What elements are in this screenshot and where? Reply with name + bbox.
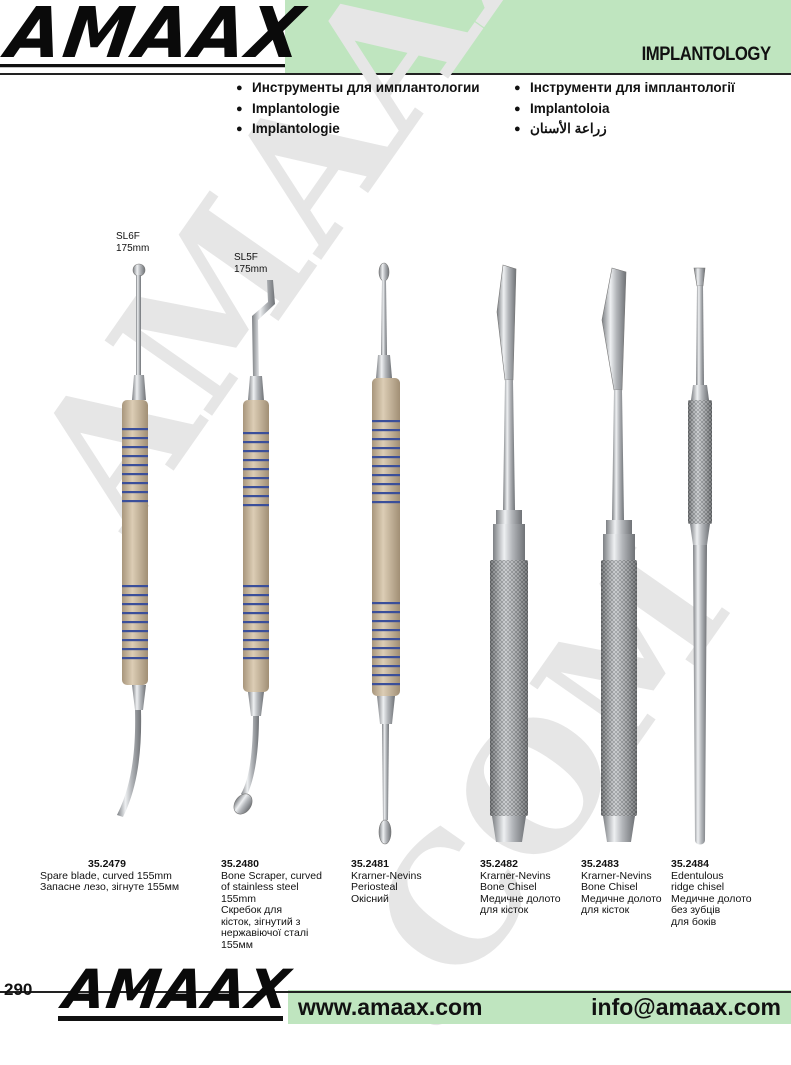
product-caption-35-2484: 35.2484 Edentulous ridge chisel Медичне … <box>671 858 752 928</box>
logo-underline <box>0 64 285 68</box>
product-code: 35.2482 <box>480 858 518 870</box>
product-desc: Bone Chisel <box>581 881 638 893</box>
product-desc: Скребок для <box>221 904 283 916</box>
product-caption-35-2480: 35.2480 Bone Scraper, curved of stainles… <box>221 858 322 951</box>
product-desc: Spare blade, curved 155mm <box>40 869 172 882</box>
instrument-35-2482 <box>490 264 528 842</box>
product-desc: 155мм <box>221 938 253 951</box>
language-item: ●زراعة الأسنان <box>514 121 607 136</box>
header-divider <box>0 73 791 75</box>
product-desc: Окісний <box>351 892 389 905</box>
product-desc: для боків <box>671 915 717 928</box>
footer-logo-underline <box>58 1016 283 1021</box>
product-desc: 155mm <box>221 892 257 905</box>
product-code: 35.2484 <box>671 858 709 870</box>
page-number: 290 <box>4 980 33 999</box>
product-desc: кісток, зігнутий з <box>221 915 301 928</box>
instruments-illustration <box>117 262 712 845</box>
footer-divider <box>0 991 791 993</box>
header-band <box>285 0 791 74</box>
footer-band <box>288 990 791 1024</box>
instrument-35-2484 <box>688 267 712 845</box>
language-item: ●Implantoloia <box>514 100 610 116</box>
instrument-35-2483 <box>601 267 637 842</box>
product-desc: ridge chisel <box>671 881 725 893</box>
product-caption-35-2481: 35.2481 Krarner-Nevins Periosteal Окісни… <box>351 858 422 905</box>
website-link[interactable]: www.amaax.com <box>298 994 483 1020</box>
product-desc: Krarner-Nevins <box>351 869 422 882</box>
product-desc: для кісток <box>480 904 529 916</box>
language-list-left: ●Инструменты для имплантологии ●Implanto… <box>236 78 480 140</box>
product-desc: Periosteal <box>351 881 398 893</box>
language-item: ●Implantologie <box>236 121 340 136</box>
product-desc: нержавіючої сталі <box>221 927 309 939</box>
product-code: 35.2479 <box>88 858 126 870</box>
language-item: ●Implantologie <box>236 100 340 116</box>
product-desc: Bone Scraper, curved <box>221 869 322 882</box>
product-code: 35.2483 <box>581 858 619 870</box>
product-desc: Edentulous <box>671 869 724 882</box>
instrument-35-2480 <box>233 280 275 815</box>
product-desc: Krarner-Nevins <box>581 869 652 882</box>
product-desc: Krarner-Nevins <box>480 869 551 882</box>
product-code: 35.2481 <box>351 858 389 870</box>
product-desc: of stainless steel <box>221 881 299 893</box>
language-list-right: ●Інструменти для імплантології ●Implanto… <box>514 78 735 140</box>
product-caption-35-2482: 35.2482 Krarner-Nevins Bone Chisel Медич… <box>480 858 561 917</box>
instrument-35-2481 <box>372 262 400 845</box>
product-code: 35.2480 <box>221 858 259 870</box>
section-title: IMPLANTOLOGY <box>641 44 772 65</box>
product-desc: Медичне долото <box>480 892 561 905</box>
product-desc: Медичне долото <box>581 892 662 905</box>
product-desc: без зубців <box>671 904 721 916</box>
email-link[interactable]: info@amaax.com <box>591 994 781 1020</box>
footer-logo: AMAAX <box>59 958 295 1021</box>
language-item: ●Інструменти для імплантології <box>514 80 735 95</box>
product-caption-35-2479: 35.2479 Spare blade, curved 155mm Запасн… <box>40 858 180 894</box>
product-desc: для кісток <box>581 904 630 916</box>
product-desc: Bone Chisel <box>480 881 537 893</box>
product-desc: Запасне лезо, зігнуте 155мм <box>40 881 180 893</box>
instrument-35-2479 <box>117 263 148 817</box>
language-item: ●Инструменты для имплантологии <box>236 80 480 95</box>
product-desc: Медичне долото <box>671 892 752 905</box>
product-caption-35-2483: 35.2483 Krarner-Nevins Bone Chisel Медич… <box>581 858 662 917</box>
